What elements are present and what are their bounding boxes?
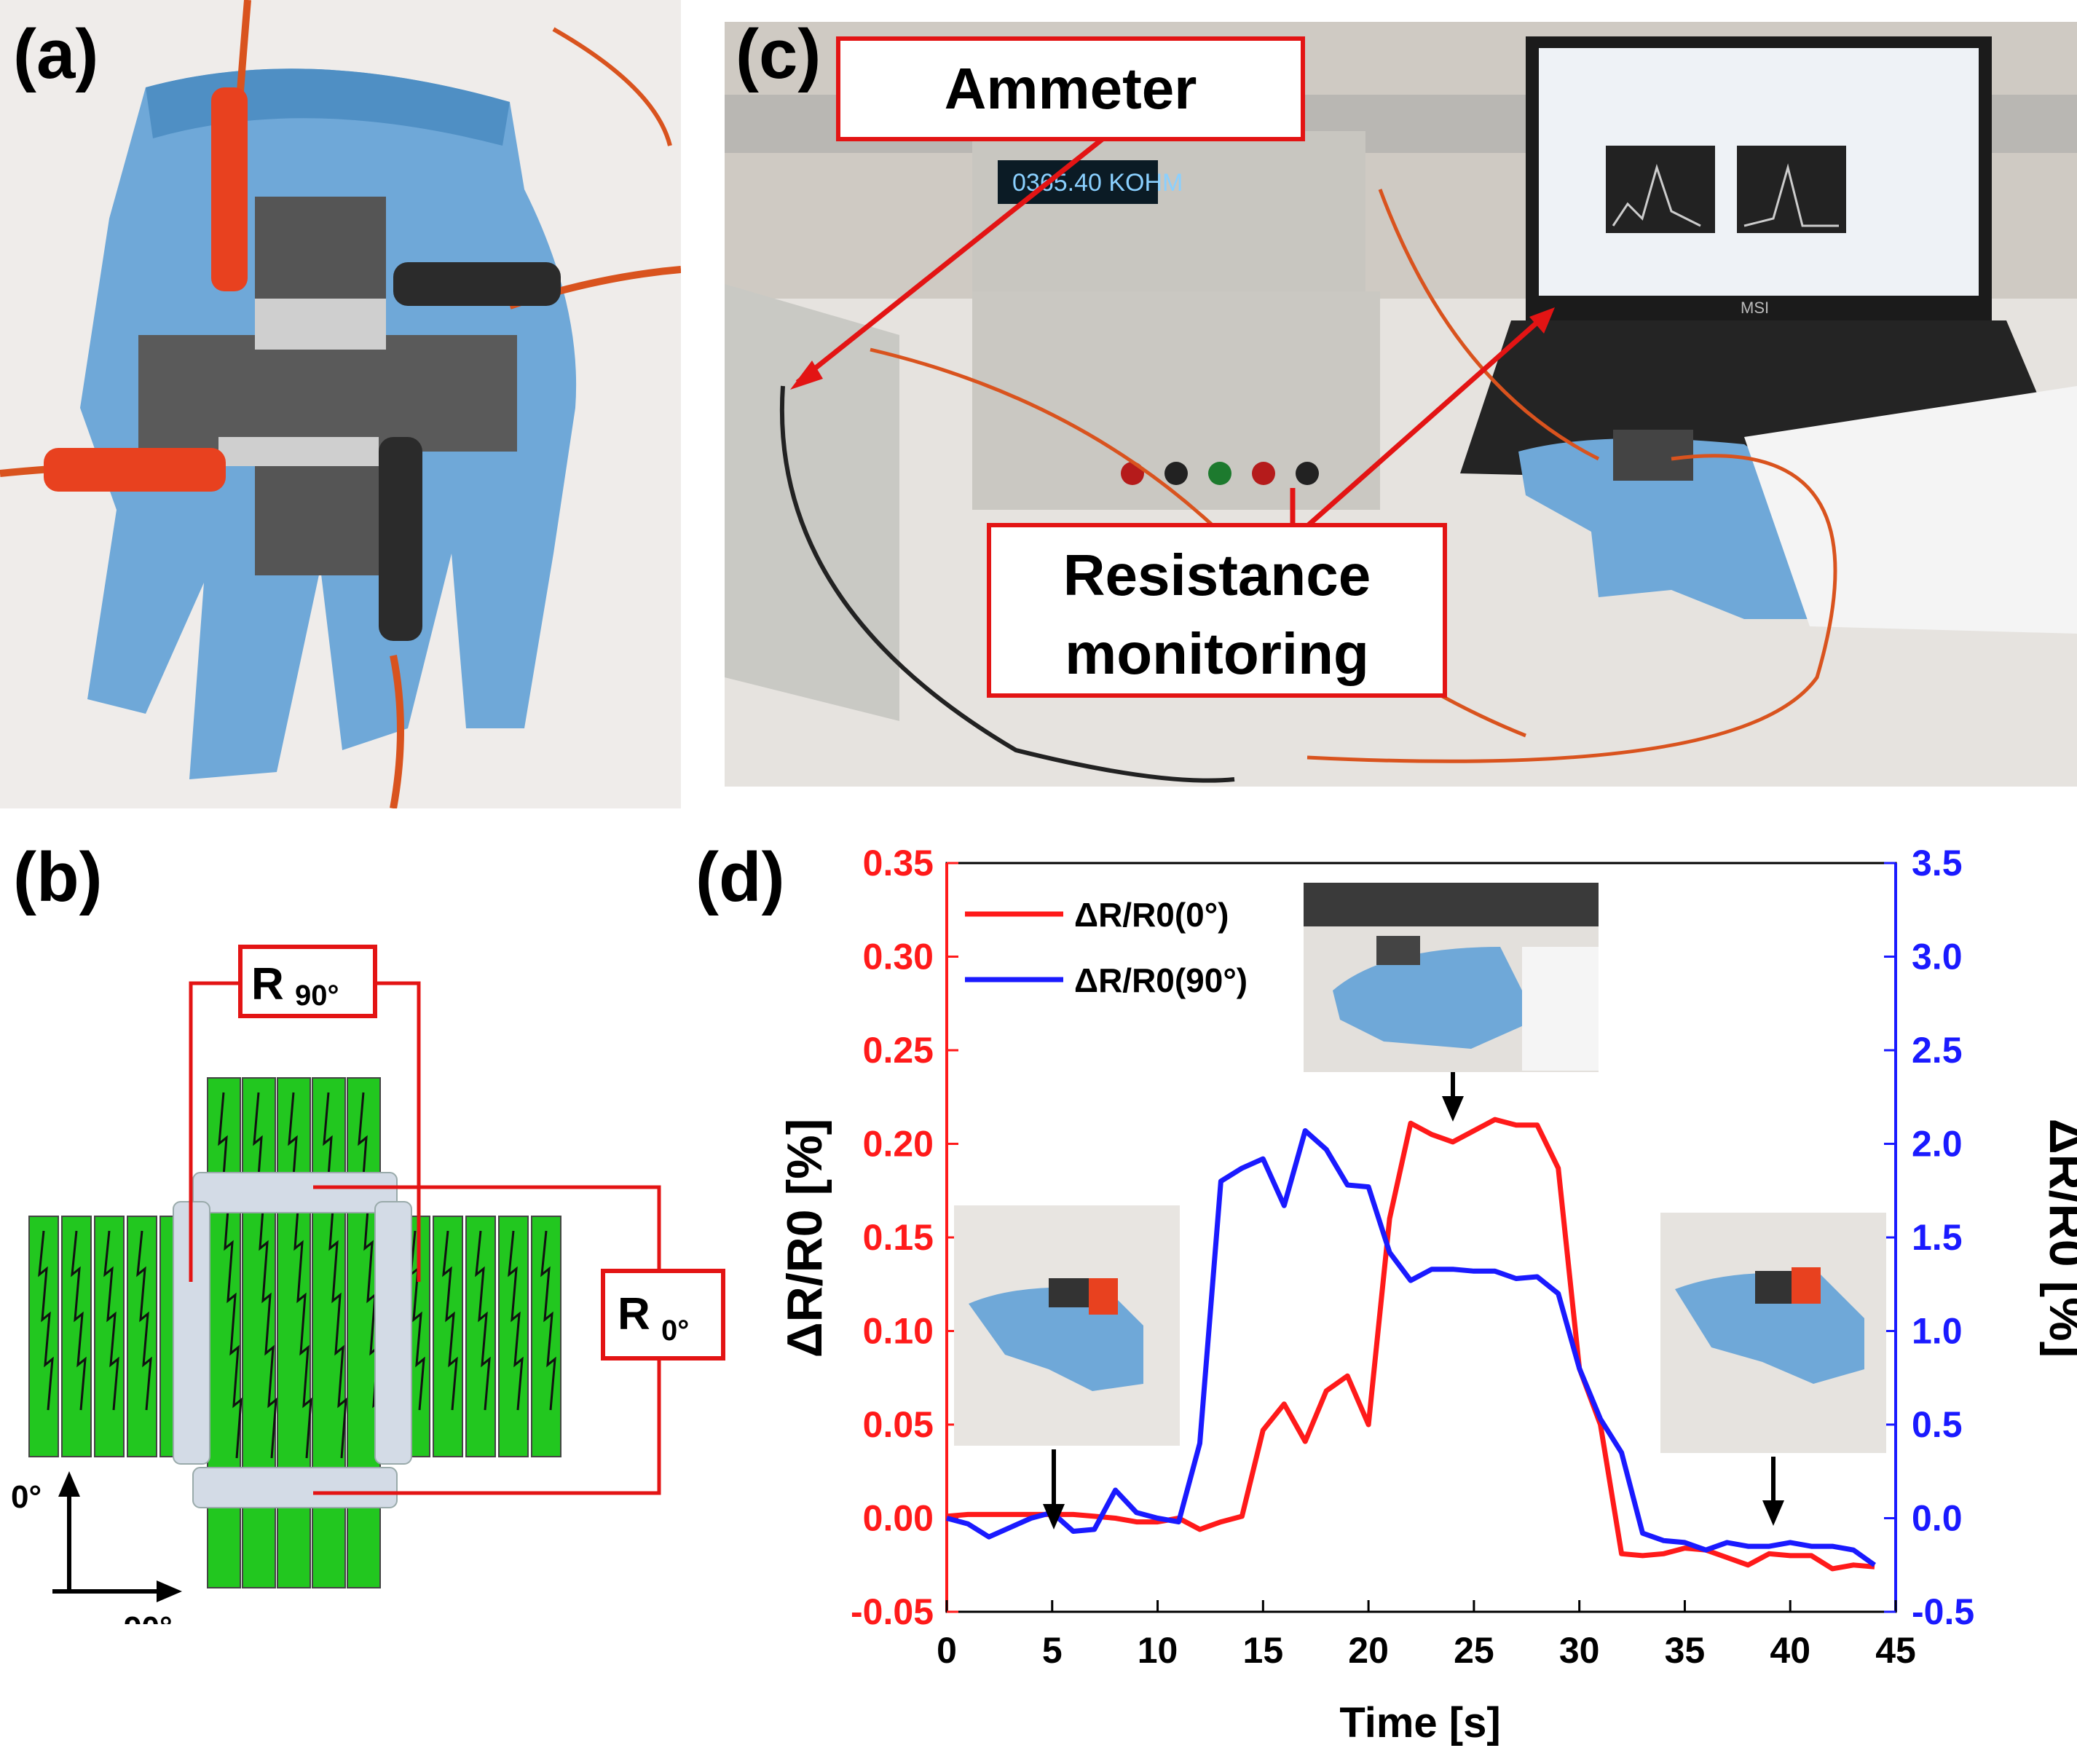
x-tick-label: 35 xyxy=(1665,1630,1706,1671)
lab-setup-photo: 0365.40 KOHM MSI xyxy=(725,22,2077,787)
laptop-brand: MSI xyxy=(1741,299,1769,317)
x-tick-label: 30 xyxy=(1559,1630,1600,1671)
y-axis-title-left: ΔR/R0 [%] xyxy=(777,1119,832,1358)
fiber-bundle-right xyxy=(400,1216,561,1457)
legend-label-90deg: ΔR/R0(90°) xyxy=(1074,961,1248,999)
x-tick-label: 0 xyxy=(937,1630,957,1671)
ammeter-device xyxy=(725,284,899,721)
y-left-tick-label: 0.00 xyxy=(863,1498,934,1539)
legend-label-0deg: ΔR/R0(0°) xyxy=(1074,896,1229,934)
y-right-tick-label: 0.0 xyxy=(1912,1498,1963,1539)
resistance-monitoring-callout: Resistance monitoring xyxy=(987,523,1447,698)
y-left-tick-label: 0.25 xyxy=(863,1030,934,1071)
r0-wire xyxy=(313,1185,661,1271)
x-axis-title: Time [s] xyxy=(1339,1699,1500,1747)
ammeter-label: Ammeter xyxy=(944,56,1197,121)
orientation-axes: 0° 90° xyxy=(11,1471,182,1624)
r90-box xyxy=(238,945,377,1018)
y-axis-title-right: ΔR/R0 [%] xyxy=(2039,1119,2077,1358)
inset-arrows xyxy=(1043,1072,1784,1529)
chart-legend: ΔR/R0(0°) ΔR/R0(90°) xyxy=(965,896,1248,999)
y-left-tick-label: 0.20 xyxy=(863,1124,934,1165)
y-left-tick-label: 0.30 xyxy=(863,937,934,977)
axis-label-90deg: 90° xyxy=(124,1610,173,1624)
black-clip xyxy=(393,262,561,306)
y-right-tick-label: 2.5 xyxy=(1912,1030,1963,1071)
y-right-tick-label: 2.0 xyxy=(1912,1124,1963,1165)
y-left-tick-label: 0.05 xyxy=(863,1404,934,1445)
y-left-tick-label: -0.05 xyxy=(851,1591,934,1632)
y-left-tick-label: 0.10 xyxy=(863,1311,934,1352)
r0-box xyxy=(601,1269,725,1361)
x-tick-label: 20 xyxy=(1348,1630,1389,1671)
y-left-tick-label: 0.35 xyxy=(863,843,934,883)
red-clip xyxy=(44,448,226,492)
series-line-90deg xyxy=(946,1128,1877,1567)
monitoring-label: monitoring xyxy=(1065,621,1369,686)
panel-label-b: (b) xyxy=(13,838,103,916)
black-clip xyxy=(379,437,422,641)
ammeter-callout: Ammeter xyxy=(836,36,1305,141)
electrode-right xyxy=(374,1201,412,1465)
x-tick-label: 5 xyxy=(1042,1630,1063,1671)
callout-arrows xyxy=(790,73,1555,541)
inset-photo-end xyxy=(1660,1213,1886,1453)
y-left-tick-label: 0.15 xyxy=(863,1217,934,1258)
electrode-bottom xyxy=(192,1467,398,1508)
axis-label-0deg: 0° xyxy=(11,1479,42,1515)
r0-label: R xyxy=(618,1289,650,1339)
inset-photo-peak xyxy=(1304,883,1599,1072)
y-right-tick-label: 1.0 xyxy=(1912,1311,1963,1352)
y-right-tick-label: 3.0 xyxy=(1912,937,1963,977)
lab-coat-sleeve xyxy=(1744,386,2077,634)
panel-c-photo: 0365.40 KOHM MSI xyxy=(725,22,2077,787)
y-right-tick-label: -0.5 xyxy=(1912,1591,1974,1632)
panel-label-a: (a) xyxy=(13,15,99,93)
multimeter-display-text: 0365.40 KOHM xyxy=(1012,169,1183,197)
x-tick-label: 45 xyxy=(1875,1630,1916,1671)
r90-wire xyxy=(189,981,240,1282)
panel-a-photo xyxy=(0,0,681,808)
y-right-tick-label: 0.5 xyxy=(1912,1404,1963,1445)
glove-sensor-photo xyxy=(0,0,681,808)
r90-subscript: 90° xyxy=(295,980,339,1012)
inset-photo-start xyxy=(954,1205,1180,1446)
resistance-label: Resistance xyxy=(1063,543,1371,607)
red-clip xyxy=(211,87,248,291)
x-tick-label: 40 xyxy=(1770,1630,1810,1671)
y-right-tick-label: 1.5 xyxy=(1912,1217,1963,1258)
panel-label-c: (c) xyxy=(736,15,821,93)
glove xyxy=(1518,438,1817,619)
x-tick-label: 10 xyxy=(1138,1630,1178,1671)
sensor-schematic: R 90° R 0° 0° 90° xyxy=(11,945,725,1624)
fabric-horizontal xyxy=(138,335,517,452)
y-right-tick-label: 3.5 xyxy=(1912,843,1963,883)
x-tick-label: 25 xyxy=(1454,1630,1494,1671)
multimeter-display xyxy=(998,160,1158,204)
r0-subscript: 0° xyxy=(661,1315,689,1347)
r90-label: R xyxy=(251,959,284,1009)
panel-label-d: (d) xyxy=(695,838,785,916)
multimeter xyxy=(972,131,1365,291)
x-tick-label: 15 xyxy=(1243,1630,1284,1671)
electrode-top xyxy=(192,1172,398,1213)
